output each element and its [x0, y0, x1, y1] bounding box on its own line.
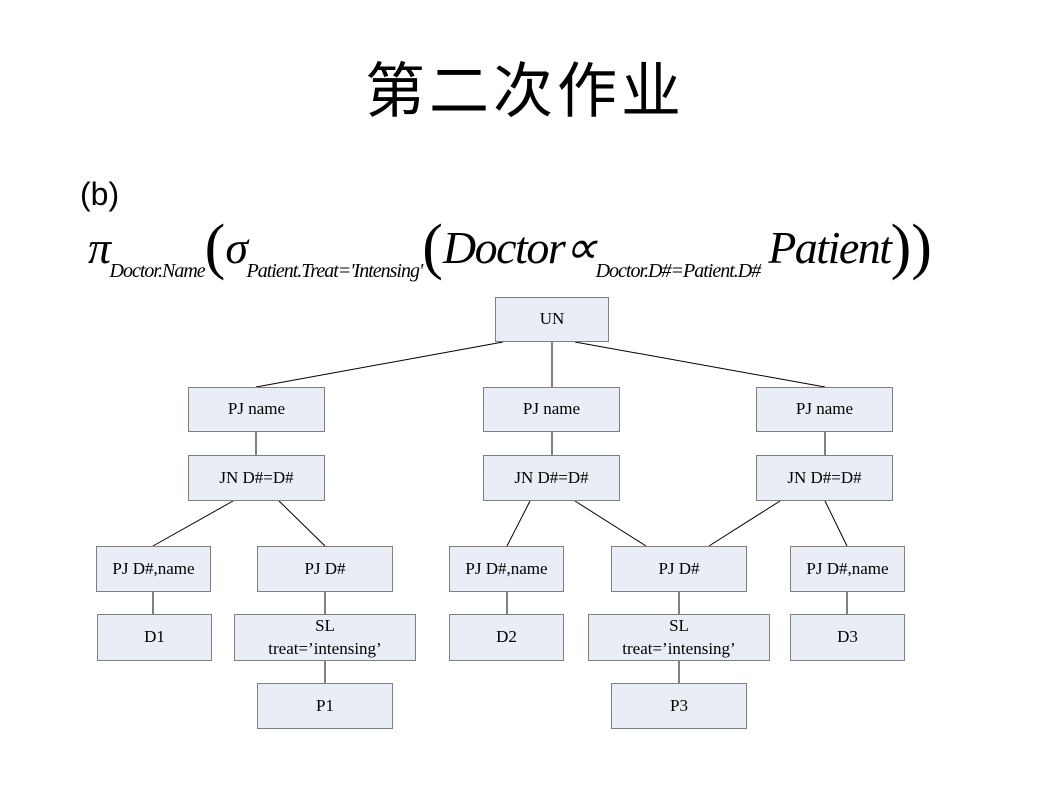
selection-subscript: Patient.Treat='Intensing' — [246, 260, 424, 282]
selection-symbol: σ — [225, 222, 248, 273]
project-d1-node: PJ D#,name — [96, 546, 211, 592]
fragment-p1-node: P1 — [257, 683, 393, 729]
right-relation: Patient — [768, 222, 892, 273]
open-paren-1: ( — [204, 213, 226, 281]
relational-algebra-formula: πDoctor.Name(σPatient.Treat='Intensing'(… — [88, 212, 988, 292]
open-paren-2: ( — [422, 213, 443, 281]
edge-join1-d1project — [152, 500, 234, 547]
projection-subscript: Doctor.Name — [109, 260, 206, 282]
close-paren-1: ) — [911, 213, 932, 281]
edge-join2-p3project — [574, 500, 647, 547]
join-node-1: JN D#=D# — [188, 455, 325, 501]
fragment-p3-node: P3 — [611, 683, 747, 729]
fragment-d2-node: D2 — [449, 614, 564, 661]
edge-join2-d2project — [506, 500, 531, 547]
union-node: UN — [495, 297, 609, 342]
select-p1-operator: SL — [315, 616, 335, 636]
project-name-node-1: PJ name — [188, 387, 325, 432]
project-name-node-2: PJ name — [483, 387, 620, 432]
fragment-d3-node: D3 — [790, 614, 905, 661]
edge-join3-d3project — [824, 500, 848, 547]
edge-join1-p1project — [278, 500, 326, 547]
projection-symbol: π — [88, 222, 111, 273]
edge-root-branch1 — [255, 341, 504, 388]
edge-join3-p3project — [708, 500, 781, 547]
edge-root-branch3 — [574, 341, 826, 388]
page-title: 第二次作业 — [365, 57, 685, 127]
fragment-d1-node: D1 — [97, 614, 212, 661]
project-p3-node: PJ D# — [611, 546, 747, 592]
select-p1-condition: treat=’intensing’ — [268, 638, 382, 658]
part-label: (b) — [80, 176, 120, 212]
select-p3-operator: SL — [669, 616, 689, 636]
join-subscript: Doctor.D#=Patient.D# — [595, 260, 762, 282]
join-node-3: JN D#=D# — [756, 455, 893, 501]
select-p3-node: SL treat=’intensing’ — [588, 614, 770, 661]
project-d3-node: PJ D#,name — [790, 546, 905, 592]
close-paren-2: ) — [890, 213, 912, 281]
semijoin-symbol: ∝ — [564, 222, 597, 273]
project-d2-node: PJ D#,name — [449, 546, 564, 592]
join-node-2: JN D#=D# — [483, 455, 620, 501]
select-p1-node: SL treat=’intensing’ — [234, 614, 416, 661]
project-p1-node: PJ D# — [257, 546, 393, 592]
select-p3-condition: treat=’intensing’ — [622, 638, 736, 658]
project-name-node-3: PJ name — [756, 387, 893, 432]
left-relation: Doctor — [442, 222, 566, 273]
